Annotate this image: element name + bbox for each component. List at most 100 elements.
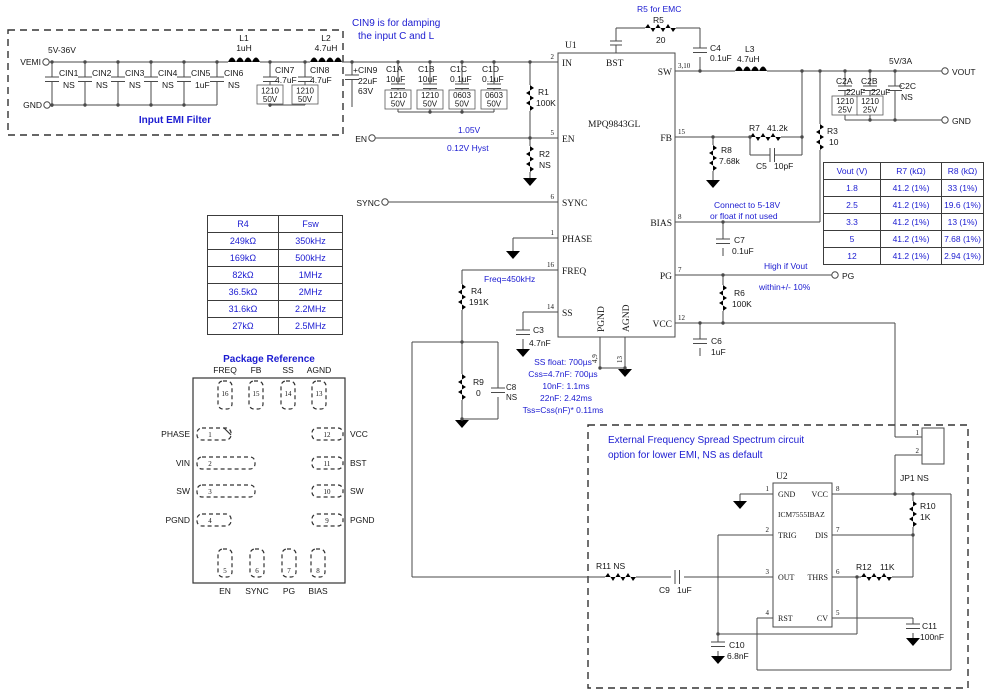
u1-part: MPQ9843GL xyxy=(588,120,640,130)
pkg-num-3: 3 xyxy=(208,488,212,496)
c1a-ref: C1A xyxy=(386,64,403,74)
jp1-pin1-num: 1 xyxy=(916,429,920,437)
c1c-ref: C1C xyxy=(450,64,467,74)
c2c-ref: C2C xyxy=(899,81,916,91)
c2a-val: 22uF xyxy=(846,87,865,97)
pkg-num-7: 7 xyxy=(287,567,291,575)
inductor-l1 xyxy=(228,57,260,62)
vout-cell: 1.8 xyxy=(823,179,881,197)
r6-val: 100K xyxy=(732,299,752,309)
en-port-label: EN xyxy=(355,134,367,144)
ground-icon xyxy=(863,121,877,128)
pkg-pin8 xyxy=(310,548,326,578)
fsw-cell: 500kHz xyxy=(278,249,343,267)
cin9-v: 63V xyxy=(358,86,373,96)
schematic-wires xyxy=(7,24,969,689)
r1-val: 100K xyxy=(536,98,556,108)
pkg-label-bias: BIAS xyxy=(308,586,328,596)
schematic-labels: VEMI GND 5V-36V CIN1 NS CIN2 NS CIN3 NS … xyxy=(20,4,975,661)
u2-pin-gnd: GND xyxy=(778,490,796,499)
c1b-val: 10uF xyxy=(418,74,437,84)
output-rating: 5V/3A xyxy=(889,56,912,66)
pkg-num-11: 11 xyxy=(324,460,331,468)
r7-ref: R7 xyxy=(749,123,760,133)
c2b-ref: C2B xyxy=(861,76,878,86)
resistor-r9 xyxy=(458,374,466,400)
fsw-cell: 2MHz xyxy=(278,283,343,301)
fsw-cell: 249kΩ xyxy=(207,232,279,250)
gnd-in-port-icon xyxy=(43,101,51,109)
input-rating-label: 5V-36V xyxy=(48,45,76,55)
capacitor-plates xyxy=(45,40,920,647)
u2-pin-cv-num: 5 xyxy=(836,609,840,617)
u2-pin-cv: CV xyxy=(817,614,828,623)
u1-pin-ss: SS xyxy=(562,309,573,319)
fsw-cell: 82kΩ xyxy=(207,266,279,284)
vout-cell: 5 xyxy=(823,230,881,248)
resistor-r12 xyxy=(861,573,892,581)
package-outline xyxy=(192,377,346,584)
fsw-cell: 2.2MHz xyxy=(278,300,343,318)
c2a-v: 25V xyxy=(838,106,853,115)
fsw-cell: 169kΩ xyxy=(207,249,279,267)
ground-icon xyxy=(423,113,437,120)
u1-pin-sw-num: 3,10 xyxy=(678,62,691,70)
u2-pin-rst-num: 4 xyxy=(766,609,770,617)
u1-pin-bias-num: 8 xyxy=(678,213,682,221)
u2-pin-dis: DIS xyxy=(815,531,828,540)
pkg-pin13 xyxy=(311,380,327,410)
u1-pin-in-num: 2 xyxy=(551,53,555,61)
c1c-pkg: 0603 xyxy=(453,91,471,100)
c3-ref: C3 xyxy=(533,325,544,335)
pkg-label-sync: SYNC xyxy=(245,586,269,596)
u1-pin-pg-num: 7 xyxy=(678,266,682,274)
u2-pin-gnd-num: 1 xyxy=(766,485,770,493)
c1b-ref: C1B xyxy=(418,64,435,74)
resistor-r4 xyxy=(458,284,466,310)
c1b-v: 50V xyxy=(423,100,438,109)
c1c-v: 50V xyxy=(455,100,470,109)
l1-val: 1uH xyxy=(236,43,252,53)
cin8-val: 4.7uF xyxy=(310,75,332,85)
c5-val: 10pF xyxy=(774,161,793,171)
pkg-num-2: 2 xyxy=(208,460,212,468)
fsw-cell: 36.5kΩ xyxy=(207,283,279,301)
inductor-l3 xyxy=(735,66,767,71)
ss-note-3: 10nF: 1.1ms xyxy=(542,381,589,391)
pkg-label-vcc: VCC xyxy=(350,429,368,439)
c2b-val: 22uF xyxy=(871,87,890,97)
vout-header: R8 (kΩ) xyxy=(941,162,984,180)
ground-icon xyxy=(711,656,725,664)
pkg-pin14 xyxy=(280,380,296,410)
pkg-pin2 xyxy=(196,456,256,470)
ground-icon xyxy=(523,178,537,186)
gnd-port-label: GND xyxy=(23,100,42,110)
pkg-num-15: 15 xyxy=(253,390,261,398)
ground-icon xyxy=(906,638,920,646)
vout-port-label: VOUT xyxy=(952,67,976,77)
pkg-num-9: 9 xyxy=(325,517,329,525)
vout-header: Vout (V) xyxy=(823,162,881,180)
u1-ref: U1 xyxy=(565,41,577,51)
r10-ref: R10 xyxy=(920,501,936,511)
vout-cell: 41.2 (1%) xyxy=(880,179,942,197)
pkg-pin4 xyxy=(196,513,232,527)
bias-note-2: or float if not used xyxy=(710,211,778,221)
pg-note-2: within+/- 10% xyxy=(758,282,811,292)
pkg-label-freq: FREQ xyxy=(213,365,237,375)
jp1-ref: JP1 NS xyxy=(900,473,929,483)
cin5-val: 1uF xyxy=(195,80,210,90)
ssc-note-1: External Frequency Spread Spectrum circu… xyxy=(608,435,804,446)
ss-note-5: Tss=Css(nF)* 0.11ms xyxy=(523,405,604,415)
c1c-val: 0.1uF xyxy=(450,74,472,84)
c10-val: 6.8nF xyxy=(727,651,749,661)
u1-pin-fb: FB xyxy=(660,134,672,144)
u1-pin-in: IN xyxy=(562,59,572,69)
u2-pin-trig-num: 2 xyxy=(766,526,770,534)
pkg-label-fb: FB xyxy=(251,365,262,375)
fsw-cell: 1MHz xyxy=(278,266,343,284)
pg-port-label: PG xyxy=(842,271,854,281)
jp1-pin2-num: 2 xyxy=(916,447,920,455)
